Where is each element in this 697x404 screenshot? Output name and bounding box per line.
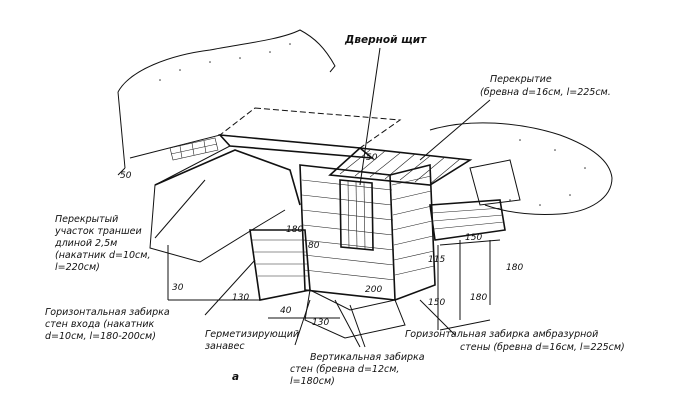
- label-covered-5: l=220см): [55, 262, 100, 273]
- dim-130-b: 130: [312, 318, 329, 328]
- label-covered-4: (накатник d=10см,: [55, 250, 150, 261]
- roof-slab: [218, 134, 375, 160]
- label-overlap-2: (бревна d=16см, l=225см.: [480, 87, 611, 98]
- dim-40: 40: [280, 306, 292, 316]
- roof-outline: [218, 107, 402, 149]
- right-brick: [469, 159, 521, 206]
- mound-texture: [159, 43, 586, 206]
- dim-30: 30: [172, 283, 184, 293]
- label-covered-2: участок траншеи: [54, 226, 142, 237]
- label-sealing-2: занавес: [205, 341, 245, 352]
- dim-180-entry: 180: [286, 225, 303, 235]
- dim-150-bottom: 150: [428, 298, 445, 308]
- label-horiz-emb-1: Горизонтальная забирка амбразурной: [405, 329, 598, 340]
- entry-walls: [249, 229, 311, 301]
- label-horiz-emb-2: стены (бревна d=16см, l=225см): [460, 342, 625, 353]
- label-horiz-entry-2: стен входа (накатник: [45, 319, 154, 330]
- dim-180-bottom: 180: [470, 293, 487, 303]
- leader-lines: [154, 47, 491, 348]
- dim-80: 80: [308, 241, 320, 251]
- overlap-logs: [328, 147, 473, 186]
- label-vert-3: l=180см): [290, 376, 335, 387]
- label-vert-2: стен (бревна d=12см,: [290, 364, 399, 375]
- label-sealing-1: Герметизирующий: [205, 329, 299, 340]
- dimension-lines: [167, 239, 501, 331]
- entry-logs: [252, 239, 309, 277]
- earth-mound: [117, 29, 613, 215]
- dim-150-top: 150: [465, 233, 482, 243]
- dim-130-a: 130: [232, 293, 249, 303]
- dim-180-right: 180: [506, 263, 523, 273]
- label-overlap-1: Перекрытие: [490, 74, 552, 85]
- label-horiz-entry-3: d=10см, l=180-200см): [45, 331, 156, 342]
- embrasure-logs: [431, 207, 505, 230]
- shelter-logs: [301, 175, 435, 281]
- dim-200: 200: [365, 285, 382, 295]
- left-trench-wall: [154, 149, 301, 206]
- label-horiz-entry-1: Горизонтальная забирка: [45, 307, 170, 318]
- dim-50-left: 50: [120, 171, 132, 181]
- door-shield: [339, 179, 374, 251]
- floor-pit: [304, 289, 406, 339]
- embrasure-wall: [429, 199, 506, 241]
- left-bricks: [169, 137, 219, 161]
- dim-50-center: 50: [366, 153, 378, 163]
- figure-letter: а: [232, 371, 239, 383]
- door-shield-planks: [347, 180, 366, 250]
- label-covered-3: длиной 2,5м: [54, 238, 117, 249]
- label-door-shield: Дверной щит: [344, 34, 427, 46]
- label-covered-1: Перекрытый: [55, 214, 118, 225]
- dim-115: 115: [428, 255, 445, 265]
- label-vert-1: Вертикальная забирка: [310, 352, 425, 363]
- left-trench: [129, 134, 286, 263]
